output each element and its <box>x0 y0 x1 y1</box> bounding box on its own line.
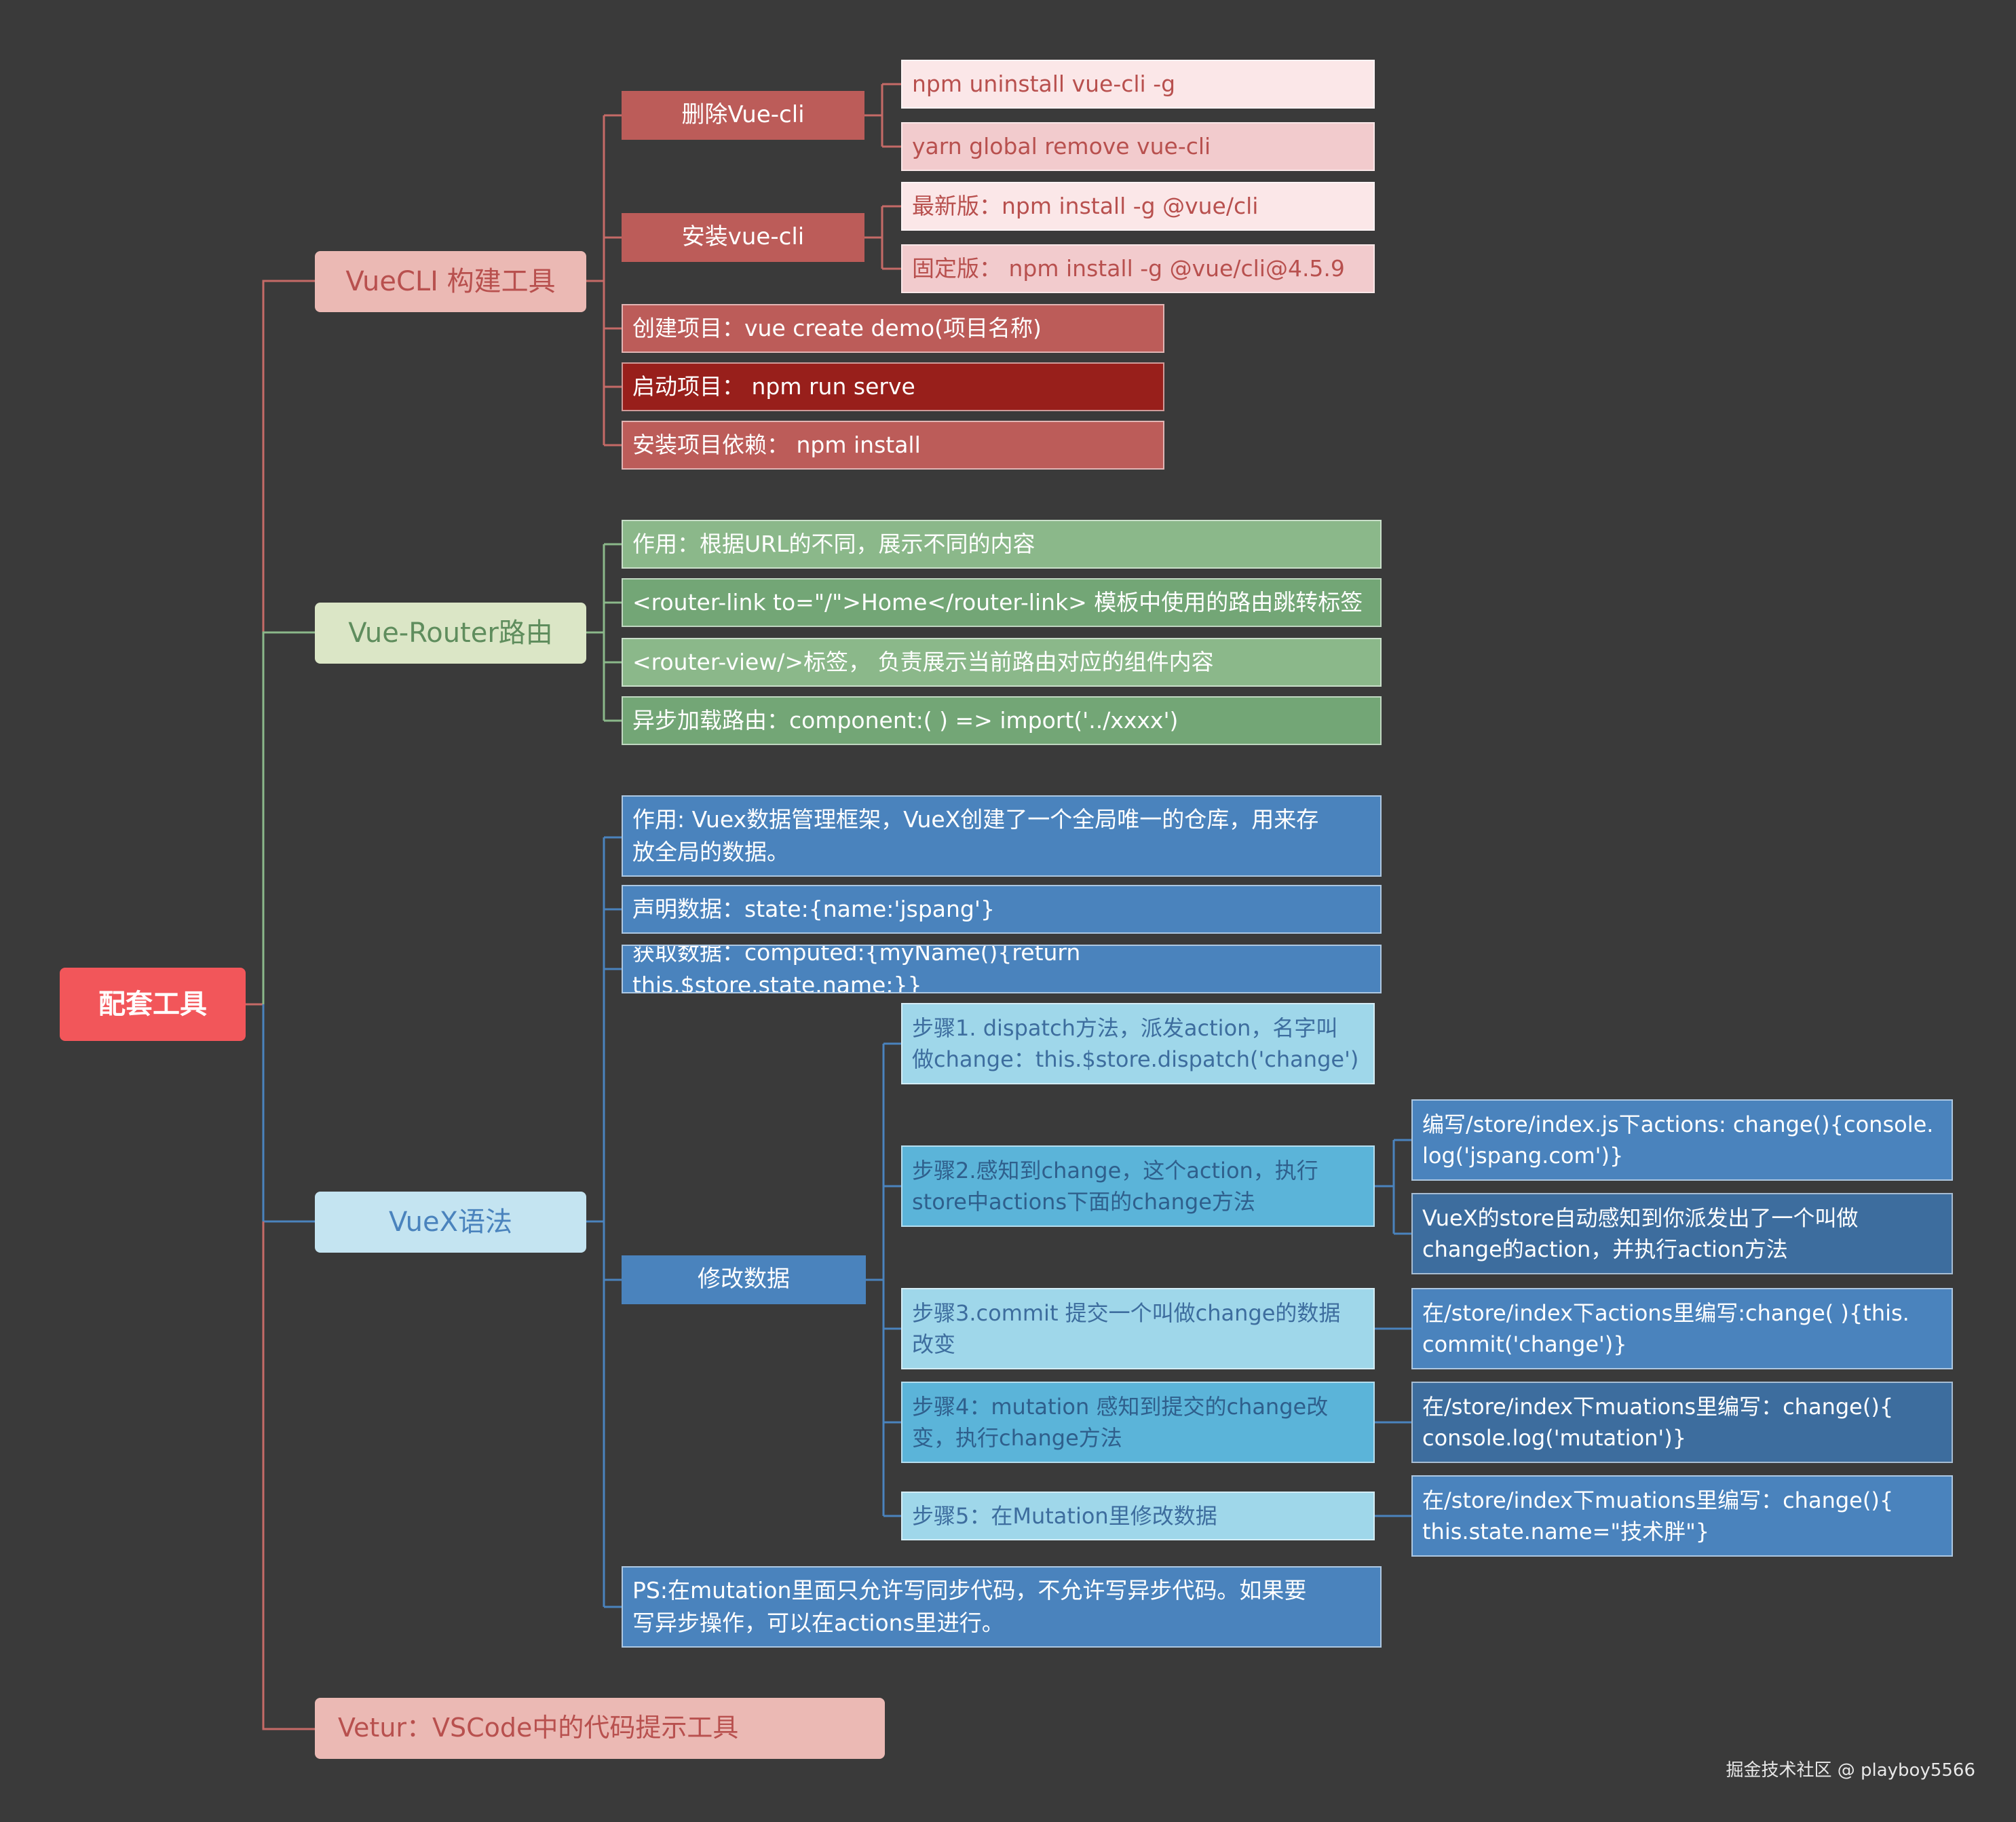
leaf-step-4[interactable]: 步骤4：mutation 感知到提交的change改 变，执行change方法 <box>901 1382 1375 1463</box>
leaf-create-project[interactable]: 创建项目：vue create demo(项目名称) <box>622 304 1164 353</box>
node-remove-vuecli[interactable]: 删除Vue-cli <box>622 91 864 140</box>
link-root-vuecli <box>246 280 315 1006</box>
leaf-step-3[interactable]: 步骤3.commit 提交一个叫做change的数据 改变 <box>901 1288 1375 1369</box>
leaf-step-5[interactable]: 步骤5：在Mutation里修改数据 <box>901 1492 1375 1540</box>
link-router-items <box>586 543 622 722</box>
leaf-vuex-purpose[interactable]: 作用: Vuex数据管理框架，VueX创建了一个全局唯一的仓库，用来存 放全局的… <box>622 795 1382 877</box>
leaf-remove-npm[interactable]: npm uninstall vue-cli -g <box>901 60 1375 109</box>
leaf-vuex-declare[interactable]: 声明数据：state:{name:'jspang'} <box>622 885 1382 934</box>
link-vuex-items <box>586 836 622 1608</box>
detail-step3-commit[interactable]: 在/store/index下actions里编写:change( ){this.… <box>1411 1288 1953 1369</box>
link-root-vetur <box>262 1221 315 1730</box>
leaf-step-2[interactable]: 步骤2.感知到change，这个action，执行 store中actions下… <box>901 1145 1375 1227</box>
leaf-router-purpose[interactable]: 作用：根据URL的不同，展示不同的内容 <box>622 520 1382 569</box>
leaf-install-latest[interactable]: 最新版：npm install -g @vue/cli <box>901 182 1375 231</box>
leaf-router-view[interactable]: <router-view/>标签， 负责展示当前路由对应的组件内容 <box>622 638 1382 687</box>
link-remove-items <box>864 83 901 148</box>
detail-step4-mutation[interactable]: 在/store/index下muations里编写：change(){ cons… <box>1411 1382 1953 1463</box>
link-modify-steps <box>866 1042 901 1517</box>
detail-step5-state[interactable]: 在/store/index下muations里编写：change(){ this… <box>1411 1475 1953 1557</box>
root-node[interactable]: 配套工具 <box>60 968 246 1041</box>
leaf-serve-project[interactable]: 启动项目： npm run serve <box>622 362 1164 411</box>
branch-vue-router[interactable]: Vue-Router路由 <box>315 603 586 664</box>
node-vuex-modify[interactable]: 修改数据 <box>622 1255 866 1304</box>
leaf-install-fixed[interactable]: 固定版： npm install -g @vue/cli@4.5.9 <box>901 244 1375 293</box>
link-root-router <box>262 631 315 1004</box>
node-install-vuecli[interactable]: 安装vue-cli <box>622 213 864 262</box>
detail-step2-actions[interactable]: 编写/store/index.js下actions: change(){cons… <box>1411 1099 1953 1181</box>
link-step2-details <box>1375 1139 1411 1235</box>
link-root-vuex <box>262 1004 315 1223</box>
watermark: 掘金技术社区 @ playboy5566 <box>1726 1760 1975 1781</box>
leaf-step-1[interactable]: 步骤1. dispatch方法，派发action，名字叫 做change：thi… <box>901 1003 1375 1084</box>
detail-step2-store[interactable]: VueX的store自动感知到你派发出了一个叫做 change的action，并… <box>1411 1193 1953 1274</box>
branch-vuex[interactable]: VueX语法 <box>315 1192 586 1253</box>
leaf-remove-yarn[interactable]: yarn global remove vue-cli <box>901 122 1375 171</box>
leaf-router-link[interactable]: <router-link to="/">Home</router-link> 模… <box>622 578 1382 627</box>
leaf-router-async[interactable]: 异步加载路由：component:( ) => import('../xxxx'… <box>622 696 1382 745</box>
branch-vuecli[interactable]: VueCLI 构建工具 <box>315 251 586 312</box>
link-vuecli-children <box>586 114 622 447</box>
leaf-vuex-get[interactable]: 获取数据：computed:{myName(){return this.$sto… <box>622 945 1382 993</box>
leaf-install-deps[interactable]: 安装项目依赖： npm install <box>622 421 1164 470</box>
branch-vetur[interactable]: Vetur：VSCode中的代码提示工具 <box>315 1698 885 1759</box>
link-install-items <box>864 205 901 270</box>
leaf-vuex-ps[interactable]: PS:在mutation里面只允许写同步代码，不允许写异步代码。如果要 写异步操… <box>622 1566 1382 1648</box>
